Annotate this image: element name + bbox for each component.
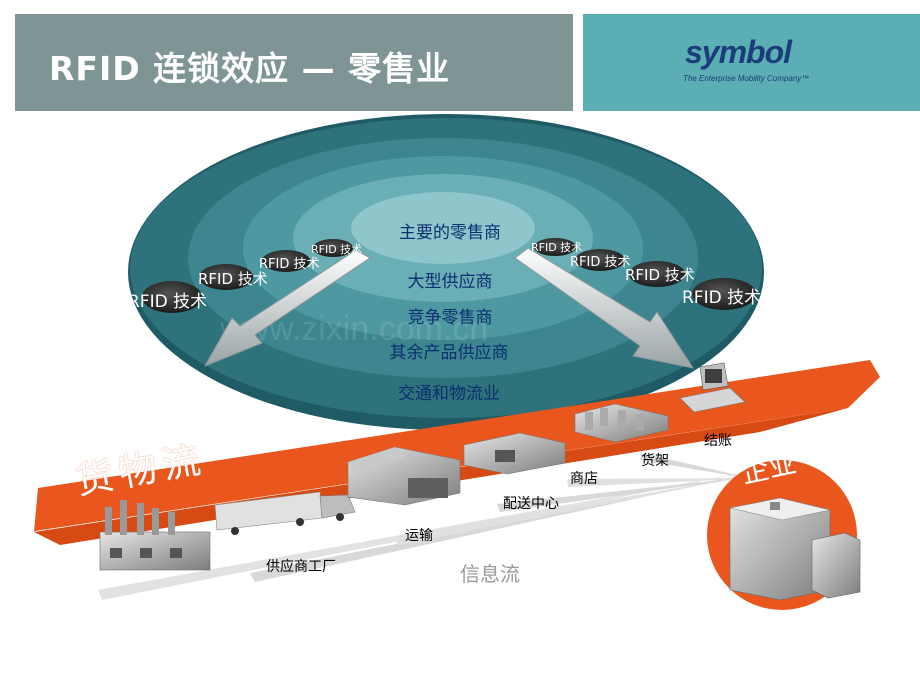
- ripple-arrow-left: [203, 249, 371, 367]
- logo-tagline: The Enterprise Mobility Company™: [683, 74, 810, 83]
- shelves-icon: [574, 403, 669, 443]
- truck-icon: [214, 491, 356, 535]
- rfid-disc: [313, 239, 353, 257]
- logo-bar: symbol The Enterprise Mobility Company™: [583, 14, 920, 111]
- ring-label-5: 交通和物流业: [398, 384, 500, 404]
- stage-label-transport: 运输: [405, 528, 433, 544]
- info-ray: [640, 453, 758, 480]
- stage-label-factory: 供应商工厂: [266, 559, 336, 575]
- symbol-logo: symbol: [685, 34, 792, 70]
- rfid-label: RFID 技术: [128, 292, 208, 312]
- rfid-disc: [629, 261, 685, 287]
- rfid-label: RFID 技术: [531, 241, 583, 254]
- stage-label-shelf: 货架: [641, 453, 669, 469]
- rfid-label: RFID 技术: [198, 270, 268, 288]
- enterprise-icon: [707, 460, 861, 610]
- info-ray: [394, 474, 758, 545]
- rfid-disc: [575, 249, 625, 271]
- ring-label-center: 主要的零售商: [399, 223, 501, 243]
- rfid-label: RFID 技术: [311, 243, 363, 256]
- stage-label-distribution: 配送中心: [503, 496, 559, 512]
- rfid-label: RFID 技术: [682, 288, 762, 308]
- ring-1: [351, 192, 535, 264]
- rfid-disc: [534, 238, 576, 256]
- info-flow-label: 信息流: [460, 562, 520, 586]
- info-ray: [497, 476, 758, 512]
- warehouse-icon: [463, 432, 566, 475]
- distribution-center-icon: [347, 446, 461, 506]
- ring-label-4: 其余产品供应商: [389, 343, 509, 363]
- rfid-label: RFID 技术: [570, 255, 631, 270]
- title-bar: RFID 连锁效应 — 零售业: [15, 14, 573, 111]
- factory-icon: [99, 500, 211, 571]
- rfid-disc: [142, 281, 202, 313]
- rfid-disc: [262, 250, 310, 272]
- stage-label-checkout: 结账: [704, 433, 732, 449]
- goods-flow-arrow: [34, 360, 880, 532]
- rfid-label: RFID 技术: [625, 266, 695, 284]
- pos-terminal-icon: [679, 362, 746, 413]
- ring-label-2: 大型供应商: [407, 272, 493, 292]
- ring-label-3: 竞争零售商: [407, 308, 493, 328]
- info-ray: [250, 472, 758, 582]
- rfid-disc: [199, 264, 253, 290]
- stage-label-store: 商店: [570, 471, 598, 487]
- page-title: RFID 连锁效应 — 零售业: [49, 49, 451, 88]
- rfid-disc: [692, 278, 756, 310]
- rfid-label: RFID 技术: [259, 257, 320, 272]
- ripple-arrow-right: [514, 247, 695, 369]
- info-ray: [567, 478, 758, 487]
